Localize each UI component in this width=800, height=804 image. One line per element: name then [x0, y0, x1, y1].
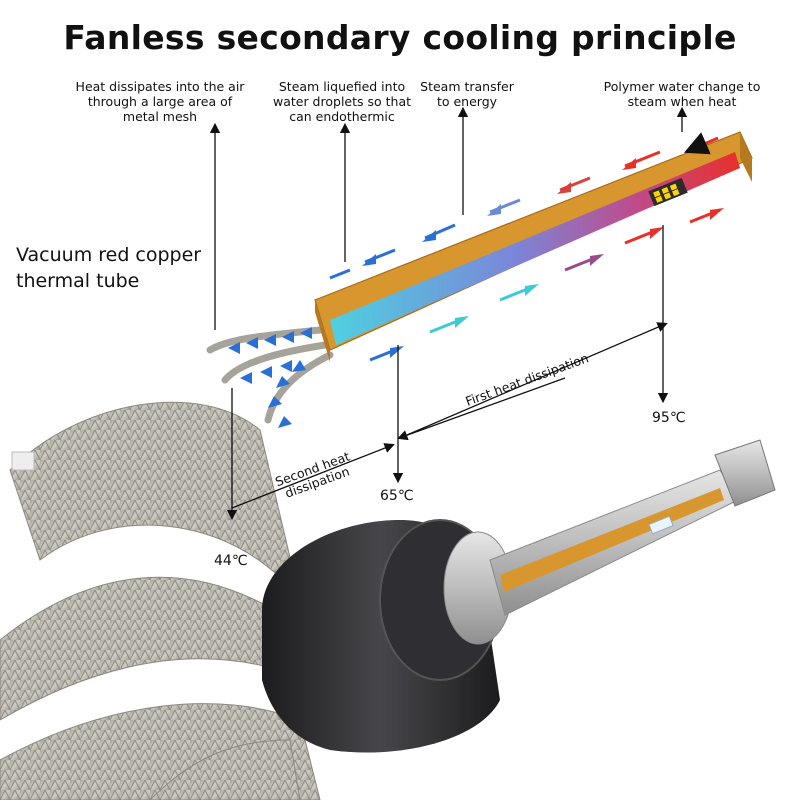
bulb-copper-strip — [500, 488, 724, 592]
bulb-tip — [714, 439, 776, 507]
steam-flow-arrows-top — [329, 132, 719, 280]
temp-95: 95℃ — [652, 410, 686, 426]
bulb-led-chip — [648, 515, 674, 535]
page-title: Fanless secondary cooling principle — [63, 18, 737, 57]
metal-mesh-braid — [0, 401, 332, 801]
mesh-dissipation-arrows — [228, 327, 312, 428]
tube-interior — [330, 152, 740, 345]
label-heat-air: Heat dissipates into the air through a l… — [75, 79, 245, 124]
temp-65: 65℃ — [380, 488, 414, 504]
label-steam-liquefied: Steam liquefied into water droplets so t… — [272, 79, 412, 124]
flow-arrows-bottom — [369, 208, 724, 362]
thermal-tube — [314, 131, 753, 362]
label-steam-transfer: Steam transfer to energy — [420, 79, 514, 109]
braid-clip — [11, 451, 35, 471]
label-pointers — [209, 106, 688, 521]
led-bulb — [262, 439, 776, 753]
label-tube-name: Vacuum red copper thermal tube — [16, 244, 202, 292]
led-chip — [648, 177, 688, 207]
temp-44: 44℃ — [214, 553, 248, 569]
label-polymer-water: Polymer water change to steam when heat — [603, 79, 761, 109]
